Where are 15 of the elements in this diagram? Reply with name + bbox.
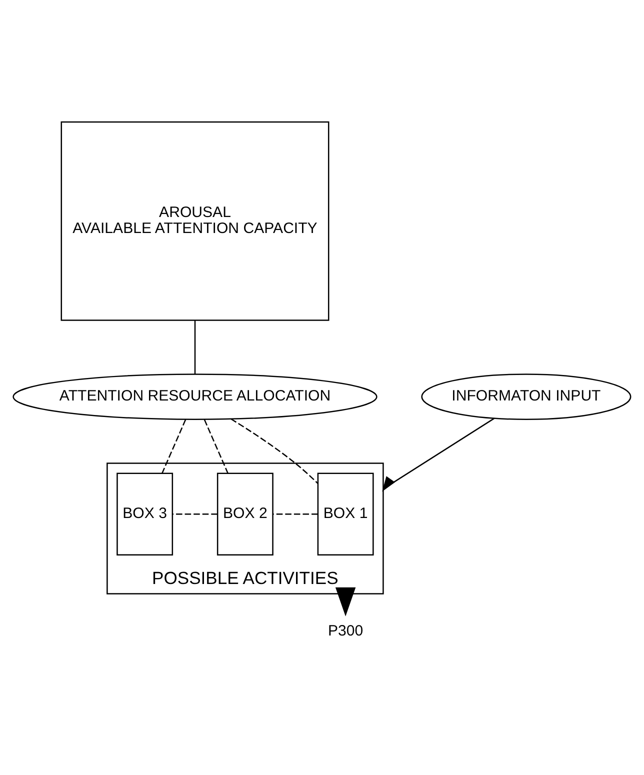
- node-ellipse: INFORMATON INPUT: [421, 373, 632, 420]
- node-box: AROUSAL AVAILABLE ATTENTION CAPACITY: [60, 120, 330, 320]
- arrow: [382, 417, 495, 492]
- node-box: BOX 1: [317, 472, 374, 555]
- node-box: BOX 3: [116, 472, 174, 555]
- connector: [162, 418, 186, 473]
- node-text: P300: [328, 622, 364, 639]
- arrow: [335, 586, 356, 616]
- connector: [204, 418, 228, 473]
- connector: [273, 512, 318, 514]
- node-ellipse: ATTENTION RESOURCE ALLOCATION: [12, 373, 378, 420]
- connector: [230, 418, 318, 484]
- node-box: BOX 2: [216, 472, 274, 555]
- connector: [172, 512, 218, 514]
- connector: [194, 320, 196, 374]
